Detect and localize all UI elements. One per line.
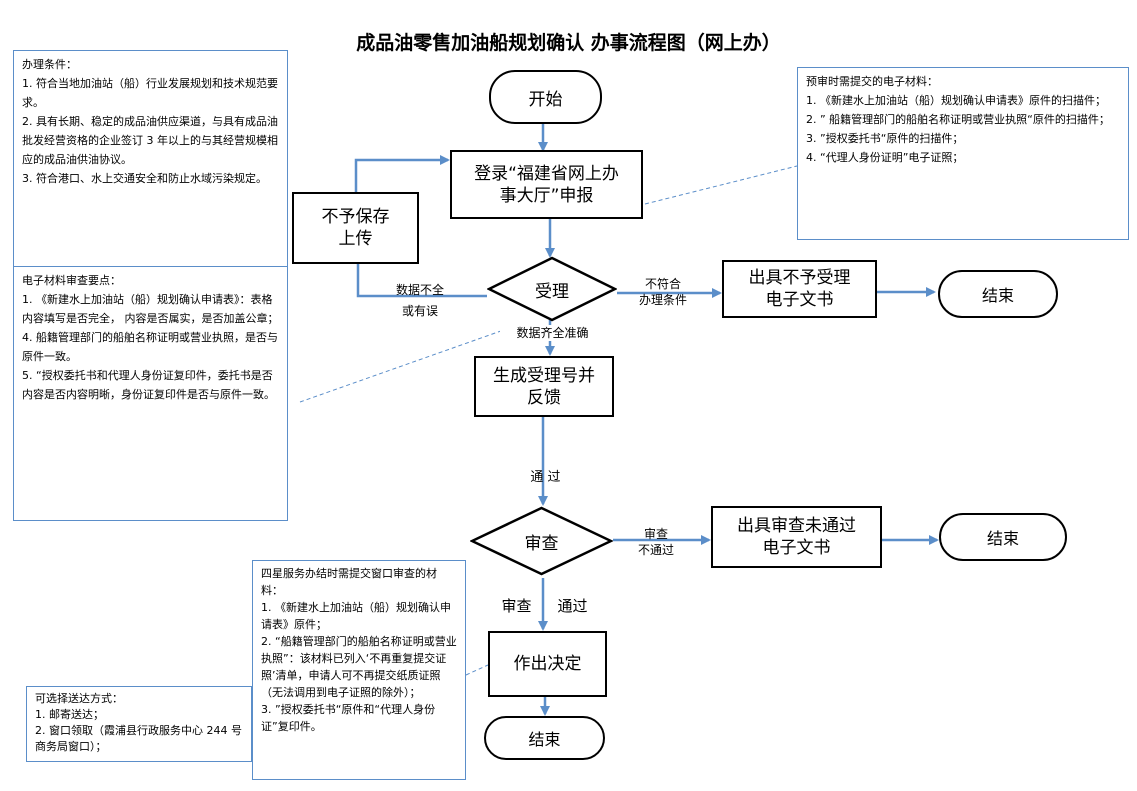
gen-number-step: 生成受理号并 反馈 xyxy=(474,356,614,417)
prereview-note: 预审时需提交的电子材料： 1. 《新建水上加油站（船）规划确认申请表》原件的扫描… xyxy=(797,67,1129,240)
fail-doc-step: 出具审查未通过 电子文书 xyxy=(711,506,882,568)
label-complete: 数据齐全准确 xyxy=(500,325,605,341)
window-item-2: 2. “船籍管理部门的船舶名称证明或营业执照”：该材料已列入‘不再重复提交证照’… xyxy=(261,635,457,699)
prereview-item-4: 4. “代理人身份证明”电子证照； xyxy=(806,151,964,164)
window-materials-note: 四星服务办结时需提交窗口审查的材料： 1. 《新建水上加油站（船）规划确认申请表… xyxy=(252,560,466,780)
prereview-item-3: 3. ”授权委托书“原件的扫描件； xyxy=(806,132,964,145)
prereview-title: 预审时需提交的电子材料： xyxy=(806,75,938,88)
label-incomplete: 数据不全 或有误 xyxy=(395,283,444,318)
review-points-item-5: 5. “授权委托书和代理人身份证复印件，委托书是否内容是否内容明晰，身份证复印件… xyxy=(22,369,275,401)
conditions-item-1: 1. 符合当地加油站（船）行业发展规划和技术规范要求。 xyxy=(22,77,278,109)
window-title: 四星服务办结时需提交窗口审查的材料： xyxy=(261,567,437,597)
accept-diamond-shape xyxy=(487,256,617,322)
review-label: 审查 xyxy=(524,533,559,554)
prereview-item-2: 2. ” 船籍管理部门的船舶名称证明或营业执照“原件的扫描件； xyxy=(806,113,1110,126)
review-decision: 审查 xyxy=(470,506,613,576)
label-pass-2: 通过 xyxy=(557,597,588,615)
review-points-note: 电子材料审查要点： 1. 《新建水上加油站（船）规划确认申请表》：表格内容填写是… xyxy=(13,266,288,521)
review-points-title: 电子材料审查要点： xyxy=(22,274,121,287)
arrow-accept-notsaved xyxy=(356,264,487,298)
review-points-item-1: 1. 《新建水上加油站（船）规划确认申请表》：表格内容填写是否完全， 内容是否属… xyxy=(22,293,279,325)
delivery-note: 可选择送达方式： 1. 邮寄送达； 2. 窗口领取（霞浦县行政服务中心 244 … xyxy=(26,686,252,762)
delivery-item-1: 1. 邮寄送达； xyxy=(35,708,104,721)
accept-decision: 受理 xyxy=(487,256,617,322)
delivery-title: 可选择送达方式： xyxy=(35,692,123,705)
conditions-title: 办理条件： xyxy=(22,58,77,71)
conditions-note: 办理条件： 1. 符合当地加油站（船）行业发展规划和技术规范要求。 2. 具有长… xyxy=(13,50,288,267)
decision-step: 作出决定 xyxy=(488,631,607,697)
arrow-notsaved-login xyxy=(354,155,450,192)
review-points-item-4: 4. 船籍管理部门的船舶名称证明或营业执照，是否与原件一致。 xyxy=(22,331,278,363)
end-node-2: 结束 xyxy=(939,513,1067,561)
label-not-meet: 不符合 办理条件 xyxy=(638,277,687,307)
delivery-item-2: 2. 窗口领取（霞浦县行政服务中心 244 号商务局窗口）； xyxy=(35,724,242,753)
login-step: 登录“福建省网上办 事大厅”申报 xyxy=(450,150,643,219)
prereview-item-1: 1. 《新建水上加油站（船）规划确认申请表》原件的扫描件； xyxy=(806,94,1106,107)
label-review: 审查 xyxy=(501,597,532,615)
accept-label: 受理 xyxy=(535,281,569,302)
label-review-fail: 审查 不通过 xyxy=(637,527,674,557)
label-pass: 通 过 xyxy=(530,470,561,485)
start-node: 开始 xyxy=(489,70,602,124)
dash-prereview xyxy=(644,165,798,205)
conditions-item-2: 2. 具有长期、稳定的成品油供应渠道，与具有成品油批发经营资格的企业签订 3 年… xyxy=(22,115,278,166)
dash-review-points xyxy=(299,325,516,403)
conditions-item-3: 3. 符合港口、水上交通安全和防止水域污染规定。 xyxy=(22,172,267,185)
review-diamond-shape xyxy=(470,506,613,576)
dash-window xyxy=(465,664,489,676)
page-title: 成品油零售加油船规划确认 办事流程图（网上办） xyxy=(356,32,781,54)
not-saved-step: 不予保存 上传 xyxy=(292,192,419,264)
end-node-1: 结束 xyxy=(938,270,1058,318)
reject-doc-step: 出具不予受理 电子文书 xyxy=(722,260,877,318)
window-item-3: 3. ”授权委托书“原件和“代理人身份证”复印件。 xyxy=(261,703,436,733)
window-item-1: 1. 《新建水上加油站（船）规划确认申请表》原件； xyxy=(261,601,451,631)
end-node-3: 结束 xyxy=(484,716,605,760)
